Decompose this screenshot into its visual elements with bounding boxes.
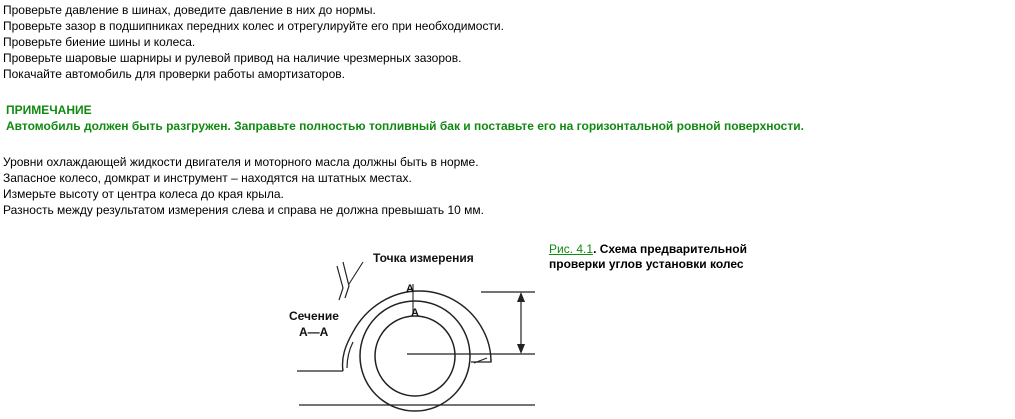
intro-check-item: Проверьте давление в шинах, доведите дав… bbox=[3, 3, 376, 17]
level-check-item: Разность между результатом измерения сле… bbox=[3, 203, 484, 217]
intro-check-item: Проверьте шаровые шарниры и рулевой прив… bbox=[3, 51, 462, 65]
intro-check-item: Покачайте автомобиль для проверки работы… bbox=[3, 67, 345, 81]
figure-link[interactable]: Рис. 4.1 bbox=[549, 242, 594, 256]
wheel-height-diagram: Точка измерения Сечение A—A A A bbox=[289, 251, 535, 412]
caption-title-part1: . Схема предварительной bbox=[593, 242, 747, 256]
arrow-head-down bbox=[517, 344, 525, 354]
caption-line-2: проверки углов установки колес bbox=[549, 257, 744, 271]
intro-check-item: Проверьте зазор в подшипниках передних к… bbox=[3, 19, 504, 33]
caption-line-1: Рис. 4.1. Схема предварительной bbox=[549, 242, 747, 257]
level-check-item: Запасное колесо, домкрат и инструмент – … bbox=[3, 171, 412, 185]
measure-point-label: Точка измерения bbox=[373, 251, 474, 265]
level-check-item: Уровни охлаждающей жидкости двигателя и … bbox=[3, 155, 479, 169]
section-label-line2: A—A bbox=[299, 325, 329, 339]
intro-check-item: Проверьте биение шины и колеса. bbox=[3, 35, 196, 49]
wheel-rim bbox=[374, 315, 456, 397]
wheel-height-figure: Точка измерения Сечение A—A A A bbox=[285, 238, 545, 419]
tire-outer bbox=[359, 300, 471, 412]
section-label-line1: Сечение bbox=[289, 309, 339, 323]
level-check-item: Измерьте высоту от центра колеса до края… bbox=[3, 187, 284, 201]
note-title: ПРИМЕЧАНИЕ bbox=[6, 103, 92, 117]
note-block: ПРИМЕЧАНИЕ Автомобиль должен быть разгру… bbox=[6, 102, 804, 134]
intro-check-list: Проверьте давление в шинах, доведите дав… bbox=[3, 2, 504, 82]
fender-inner-edge bbox=[346, 341, 354, 369]
arrow-head-up bbox=[517, 292, 525, 302]
fender-arch bbox=[341, 290, 492, 372]
figure-caption: Рис. 4.1. Схема предварительной проверки… bbox=[549, 242, 747, 272]
measurement-point-symbol bbox=[336, 261, 350, 301]
level-check-list: Уровни охлаждающей жидкости двигателя и … bbox=[3, 154, 484, 218]
marker-inner: A bbox=[411, 307, 419, 319]
note-body: Автомобиль должен быть разгружен. Заправ… bbox=[6, 119, 804, 133]
marker-top: A bbox=[406, 283, 414, 295]
